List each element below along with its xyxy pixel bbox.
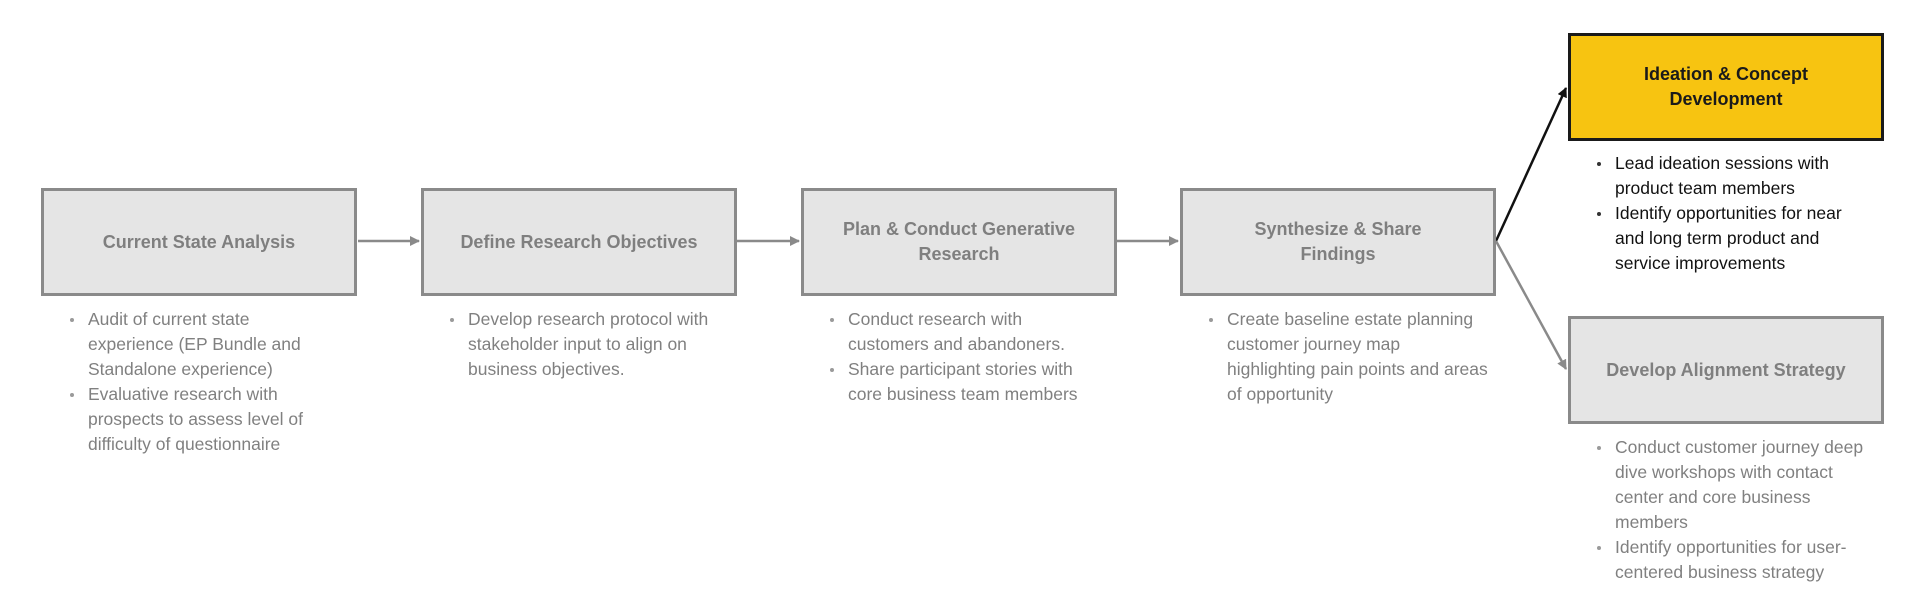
step-develop-alignment-strategy: Develop Alignment Strategy <box>1568 316 1884 424</box>
bullet-item: Identify opportunities for user-centered… <box>1595 535 1875 585</box>
step-ideation-concept-development-bullets: Lead ideation sessions with product team… <box>1595 151 1875 276</box>
step-plan-conduct-generative-research-bullets: Conduct research with customers and aban… <box>828 307 1098 407</box>
bullet-item: Audit of current state experience (EP Bu… <box>68 307 338 382</box>
step-current-state-analysis: Current State Analysis <box>41 188 357 296</box>
step-develop-alignment-strategy-bullets: Conduct customer journey deep dive works… <box>1595 435 1875 585</box>
bullet-item: Identify opportunities for near and long… <box>1595 201 1875 276</box>
step-title: Synthesize & Share Findings <box>1254 219 1422 264</box>
bullet-item: Conduct customer journey deep dive works… <box>1595 435 1875 535</box>
arrow-step4-to-alignment <box>1494 240 1568 370</box>
step-ideation-concept-development: Ideation & Concept Development <box>1568 33 1884 141</box>
step-title: Current State Analysis <box>102 231 296 252</box>
bullet-item: Evaluative research with prospects to as… <box>68 382 338 457</box>
arrow-step4-to-ideation <box>1494 87 1568 242</box>
step-current-state-analysis-bullets: Audit of current state experience (EP Bu… <box>68 307 338 457</box>
step-title: Ideation & Concept Development <box>1643 64 1808 109</box>
bullet-item: Develop research protocol with stakehold… <box>448 307 733 382</box>
bullet-item: Conduct research with customers and aban… <box>828 307 1098 357</box>
step-synthesize-share-findings: Synthesize & Share Findings <box>1180 188 1496 296</box>
bullet-item: Lead ideation sessions with product team… <box>1595 151 1875 201</box>
step-title: Develop Alignment Strategy <box>1606 359 1846 380</box>
step-synthesize-share-findings-bullets: Create baseline estate planning customer… <box>1207 307 1492 407</box>
step-define-research-objectives-bullets: Develop research protocol with stakehold… <box>448 307 733 382</box>
step-title: Define Research Objectives <box>460 231 698 252</box>
bullet-item: Share participant stories with core busi… <box>828 357 1098 407</box>
step-plan-conduct-generative-research: Plan & Conduct Generative Research <box>801 188 1117 296</box>
bullet-item: Create baseline estate planning customer… <box>1207 307 1492 407</box>
step-title: Plan & Conduct Generative Research <box>842 219 1076 264</box>
step-define-research-objectives: Define Research Objectives <box>421 188 737 296</box>
